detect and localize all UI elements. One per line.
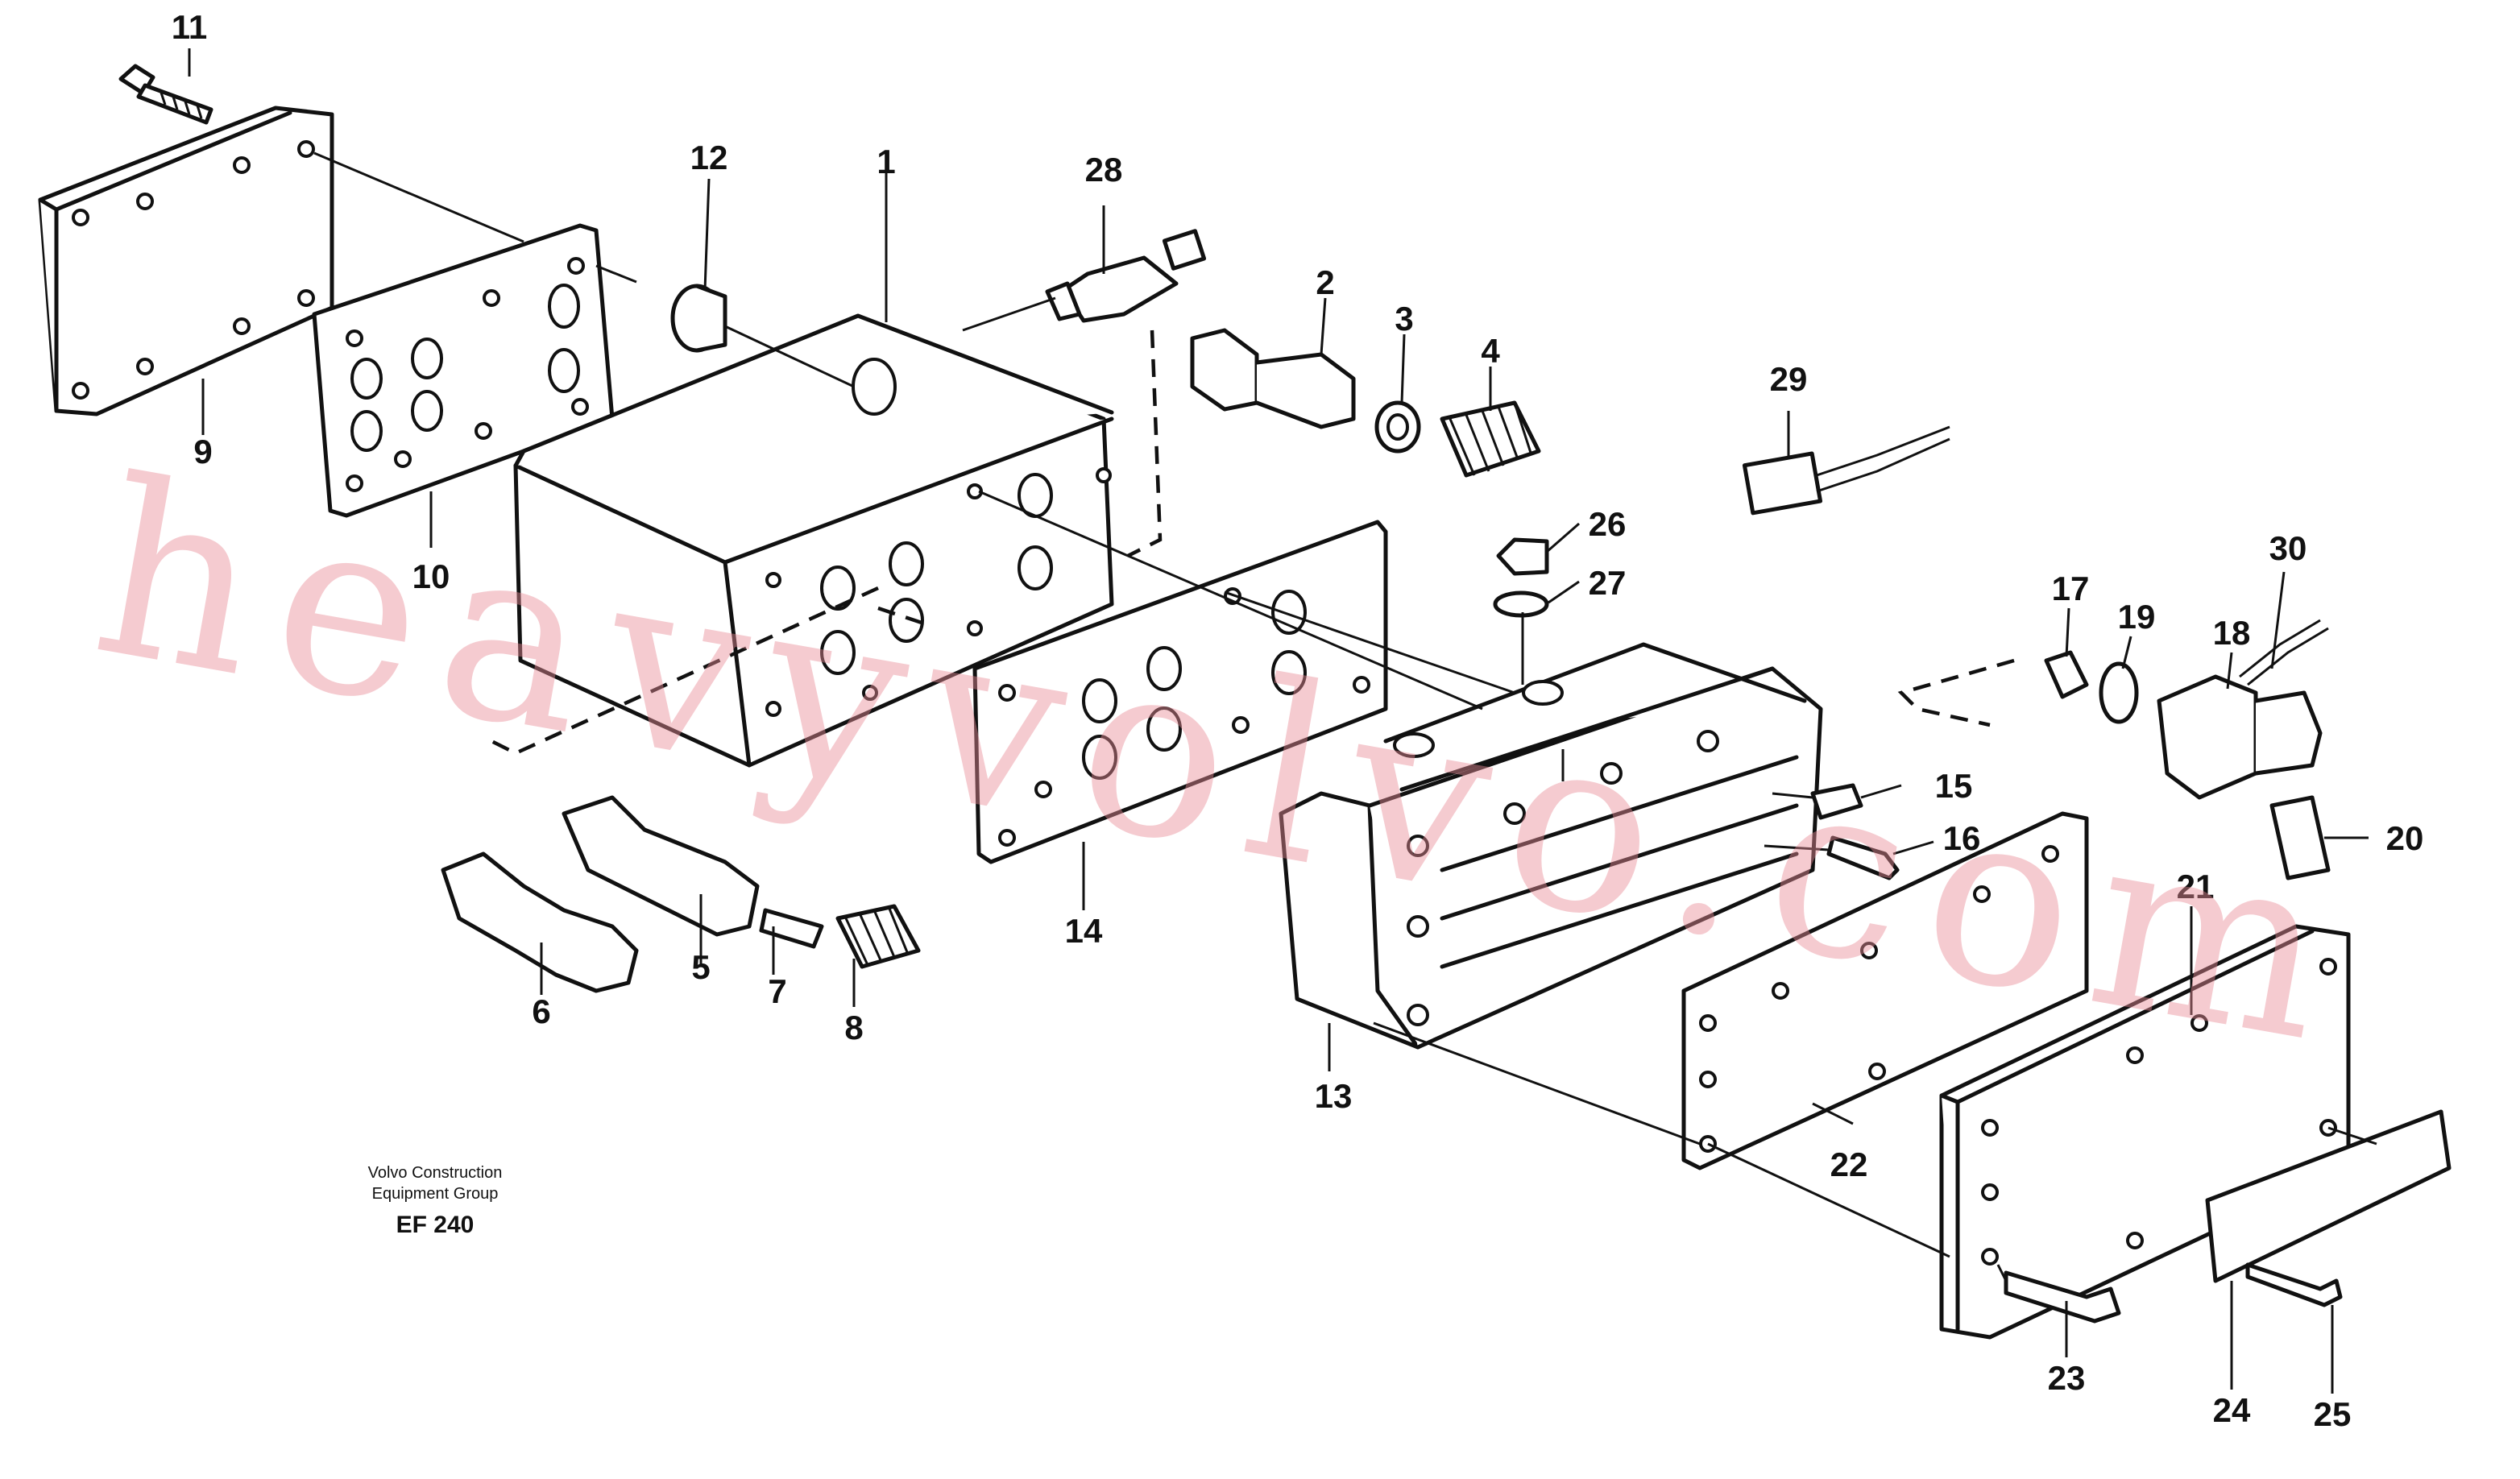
callout-3: 3 [1395, 300, 1413, 338]
callout-4: 4 [1481, 332, 1500, 370]
caption-line-2: Equipment Group [372, 1185, 499, 1203]
watermark: heavyvolvo.com [78, 427, 2371, 1100]
callout-leaders [188, 48, 2369, 1394]
callout-9: 9 [193, 433, 212, 470]
gasket-10 [312, 223, 615, 518]
caption-block: Volvo Construction Equipment Group EF 24… [368, 1164, 503, 1238]
o-ring-27 [1493, 590, 1549, 618]
gasket-22 [1681, 811, 2089, 1170]
cover-plate-21 [1939, 924, 2351, 1340]
callout-15: 15 [1935, 767, 1973, 805]
callout-22: 22 [1830, 1146, 1868, 1183]
callout-11: 11 [172, 8, 207, 46]
screw-25 [2245, 1262, 2343, 1307]
spool-5 [562, 795, 760, 937]
callout-30: 30 [2269, 529, 2307, 567]
valve-body-13 [1279, 642, 1823, 1050]
callout-10: 10 [412, 557, 450, 595]
callout-17: 17 [2052, 570, 2090, 607]
callout-27: 27 [1589, 564, 1627, 602]
screw-16 [1826, 835, 1900, 880]
callout-29: 29 [1770, 360, 1808, 398]
plug-17 [2044, 650, 2089, 699]
spool-6 [441, 851, 639, 993]
callout-8: 8 [844, 1009, 863, 1046]
callout-6: 6 [532, 992, 550, 1030]
plug-15 [1810, 783, 1863, 820]
callout-12: 12 [690, 139, 728, 176]
o-ring-19 [2099, 661, 2139, 724]
bolt-11 [118, 64, 213, 125]
assembly-lines [313, 151, 2377, 1282]
callout-numbers: 1 2 3 4 5 6 7 8 9 10 11 12 13 14 15 16 1… [172, 8, 2424, 1433]
valve-housing-1 [513, 313, 1114, 768]
plug-26 [1496, 537, 1549, 576]
figure-code: EF 240 [396, 1212, 475, 1238]
callout-28: 28 [1085, 151, 1123, 188]
callout-2: 2 [1316, 263, 1334, 301]
plug-12 [670, 284, 727, 353]
callout-7: 7 [768, 972, 786, 1010]
callout-21: 21 [2177, 868, 2215, 905]
clip-20 [2269, 795, 2331, 880]
spring-8 [835, 904, 921, 969]
callout-19: 19 [2118, 598, 2156, 636]
plate-24 [2205, 1109, 2452, 1283]
washer-3 [1374, 400, 1421, 454]
connector-29 [1742, 425, 1950, 516]
callout-1: 1 [877, 143, 895, 180]
callout-26: 26 [1589, 505, 1627, 543]
gasket-14 [972, 520, 1388, 864]
callout-20: 20 [2386, 819, 2424, 857]
callout-24: 24 [2213, 1391, 2251, 1429]
callout-23: 23 [2048, 1359, 2086, 1397]
callout-14: 14 [1065, 912, 1103, 950]
wire-30 [2239, 619, 2329, 686]
callout-16: 16 [1943, 819, 1981, 857]
spring-4 [1440, 400, 1541, 478]
solenoid-valve-18 [2157, 674, 2323, 800]
end-cover-plate-9 [38, 106, 334, 416]
callout-13: 13 [1315, 1077, 1353, 1115]
caption-line-1: Volvo Construction [368, 1164, 503, 1182]
callout-5: 5 [691, 948, 710, 986]
callout-25: 25 [2314, 1395, 2352, 1433]
callout-18: 18 [2213, 614, 2251, 652]
bolt-23 [2004, 1270, 2121, 1324]
spool-2 [1190, 328, 1356, 429]
pressure-sensor-28 [1045, 229, 1207, 323]
washer-7 [759, 908, 824, 949]
